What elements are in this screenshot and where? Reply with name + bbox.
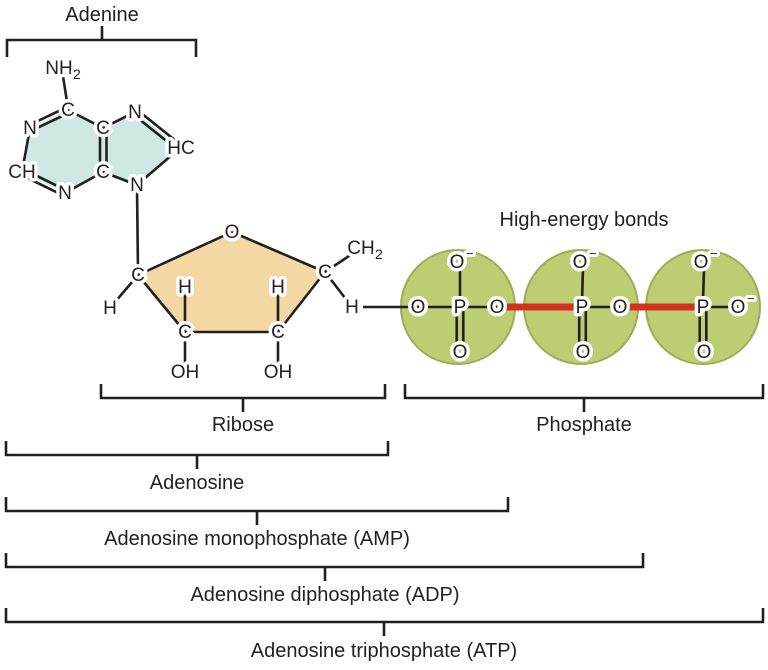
atom-n9: N [130,175,144,196]
bond [102,110,136,130]
phosphate-bracket [403,384,765,412]
phosphate-group-3-atoms: O − P O − O [690,243,757,367]
ribose-h-c3: H [271,277,285,298]
high-energy-bonds-label: High-energy bonds [500,209,669,231]
p3-o-top-charge: − [710,246,718,261]
adp-bracket [4,553,645,581]
p3-phosphorus: P [697,297,710,318]
ribose-oh-c2: OH [171,362,200,383]
amp-bracket [4,497,510,525]
bond [132,113,179,152]
adenosine-bracket-label: Adenosine [150,472,245,494]
bond [324,248,359,274]
atom-c8: HC [167,138,194,159]
ribose-h-c4: H [345,297,359,318]
bond [136,147,181,186]
bond [102,170,138,187]
ribose-h-c1: H [103,298,117,319]
ribose-ch2-label: CH [347,238,374,259]
p2-o-top-charge: − [589,246,597,261]
atom-n1: N [23,118,37,139]
adp-bracket-label: Adenosine diphosphate (ADP) [190,584,459,606]
atom-c5: C [96,118,110,139]
ribose-c2: C [178,322,192,343]
bond [67,108,104,130]
ribose-atoms: O C C C C H H H OH OH CH 2 H [100,219,386,387]
bond [30,111,70,132]
bond [22,168,67,192]
ribose-ch2-subscript: 2 [375,246,383,262]
ribose-bonds [109,230,418,370]
atp-bracket-label: Adenosine triphosphate (ATP) [251,640,517,662]
adenine-pentagon-ring [103,112,180,185]
p3-o-top: O [694,252,709,273]
p1-o-top-charge: − [466,246,474,261]
adenosine-bracket [4,441,390,469]
ribose-ring [138,232,325,332]
adenine-hexagon-ring [22,110,103,193]
ribose-oh-c3: OH [264,362,293,383]
ribose-h-c2: H [178,277,192,298]
adenine-bonds [20,69,183,273]
p1-o-left: O [411,297,426,318]
ribose-bracket [99,384,387,412]
bond [109,274,139,309]
phosphate-group-1-atoms: O − P O O O [407,243,508,367]
p1-phosphorus: P [454,297,467,318]
atom-n3: N [58,183,72,204]
bond [136,274,187,333]
bond [20,127,32,173]
bond [137,230,233,277]
p3-o-right-charge: − [747,291,755,306]
phosphate-bracket-label: Phosphate [536,414,632,436]
phosphate-bonds [418,265,738,350]
amine-subscript: 2 [73,66,81,82]
bond [701,265,706,305]
bond [323,271,354,308]
bond [64,170,104,195]
brackets: Adenine Ribose Phosphate Adenosine Adeno… [4,4,765,662]
ribose-bracket-label: Ribose [212,414,274,436]
bond [580,265,585,305]
bond [231,230,326,274]
p3-o-right: O [731,297,746,318]
bond [136,108,183,147]
p1-o-bottom: O [453,342,468,363]
p2-phosphorus: P [576,297,589,318]
p2-o-top: O [573,252,588,273]
p1-o-top: O [450,252,465,273]
adenine-bracket-label: Adenine [65,4,138,26]
atom-c4: C [96,162,110,183]
adenine-ribose-bond [135,187,140,273]
atom-c6: C [61,100,75,121]
bond [28,106,68,127]
ribose-c3: C [271,322,285,343]
amine-group-label: NH [45,58,72,79]
p3-o-bottom: O [697,342,712,363]
atom-c2: CH [8,162,35,183]
bond [20,173,65,197]
adenine-atoms: NH 2 C N CH N C C N HC N [5,55,198,208]
bond [60,69,70,109]
ribose-c1: C [131,265,145,286]
amp-bracket-label: Adenosine monophosphate (AMP) [104,528,410,550]
adenine-bracket [5,26,198,57]
p2-o-right: O [613,297,628,318]
p1-o-right: O [490,297,505,318]
bond [276,271,327,333]
atp-bracket [4,608,765,636]
atom-n7: N [128,102,142,123]
ribose-ring-oxygen: O [225,222,240,243]
ribose-c4: C [318,262,332,283]
p2-o-bottom: O [576,342,591,363]
phosphate-group-2-atoms: O − P O O [569,243,631,367]
